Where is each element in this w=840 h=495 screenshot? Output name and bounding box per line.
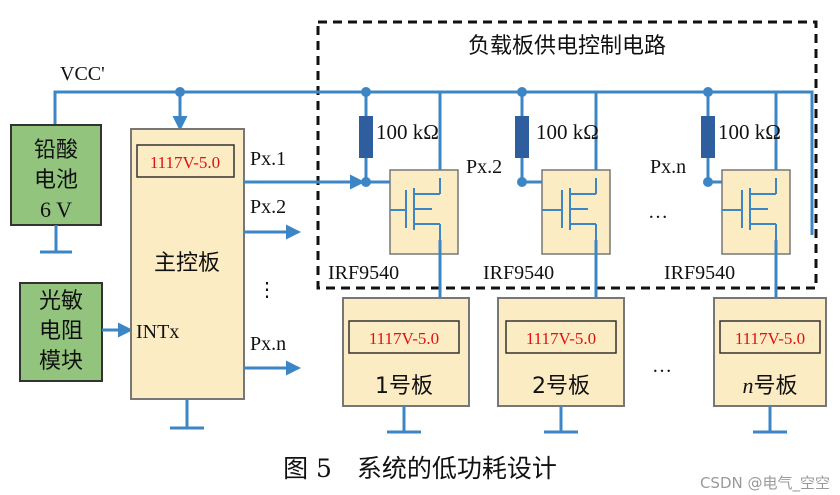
mosfet-1-label: IRF9540 [328, 262, 399, 284]
resistor-n [701, 116, 715, 158]
mosfet-1 [389, 169, 459, 255]
main-board-ground [170, 399, 204, 430]
battery-ground [40, 225, 72, 254]
battery-line2: 电池 [34, 168, 78, 193]
figure-caption: 图 5 系统的低功耗设计 [283, 454, 557, 483]
board-n-label: n号板 [742, 373, 797, 399]
ellipsis-board: … [652, 355, 672, 377]
board-n-regulator: 1117V-5.0 [735, 329, 805, 348]
board-n-number: n [742, 373, 753, 398]
battery-block [10, 124, 102, 226]
board-1-regulator-box [348, 320, 460, 354]
board-n-suffix: 号板 [753, 374, 797, 399]
resistor-n-label: 100 kΩ [718, 120, 781, 144]
port-vdots: ⋮ [257, 279, 277, 301]
intx-label: INTx [136, 321, 179, 343]
board-n-ground [753, 406, 787, 434]
port-pxn-label: Px.n [250, 333, 286, 355]
main-regulator: 1117V-5.0 [150, 153, 220, 172]
vcc-label: VCC' [60, 63, 105, 85]
sensor-line3: 模块 [39, 349, 83, 374]
board-2-ground [544, 406, 578, 434]
board-2-regulator-box [505, 320, 617, 354]
board-1-ground [387, 406, 421, 434]
mosfet-n-label: IRF9540 [664, 262, 735, 284]
pxn-gate-label: Px.n [650, 156, 686, 178]
region-title: 负载板供电控制电路 [468, 34, 666, 59]
load-control-region [316, 20, 818, 290]
channel-n [701, 92, 791, 319]
resistor-2 [515, 116, 529, 158]
mosfet-2 [541, 169, 611, 255]
ellipsis-mosfet: … [648, 201, 668, 223]
main-regulator-box [136, 144, 235, 178]
board-1-label: 1号板 [375, 374, 433, 399]
board-2-label: 2号板 [532, 374, 590, 399]
port-px1-label: Px.1 [250, 148, 286, 170]
mosfet-n [721, 169, 791, 255]
watermark: CSDN @电气_空空 [700, 474, 830, 493]
board-n-regulator-box [719, 320, 821, 354]
channel-1 [359, 92, 459, 319]
board-1-regulator: 1117V-5.0 [369, 329, 439, 348]
resistor-1-label: 100 kΩ [376, 120, 439, 144]
battery-line3: 6 V [40, 197, 72, 222]
port-px2-label: Px.2 [250, 196, 286, 218]
resistor-1 [359, 116, 373, 158]
board-2-regulator: 1117V-5.0 [526, 329, 596, 348]
vcc-bus [53, 90, 814, 235]
sensor-line1: 光敏 [39, 289, 83, 314]
sensor-line2: 电阻 [39, 319, 83, 344]
battery-line1: 铅酸 [34, 138, 78, 163]
main-board-label: 主控板 [154, 251, 220, 276]
px2-gate-label: Px.2 [466, 156, 502, 178]
mosfet-2-label: IRF9540 [483, 262, 554, 284]
resistor-2-label: 100 kΩ [536, 120, 599, 144]
light-sensor-block [19, 282, 103, 382]
